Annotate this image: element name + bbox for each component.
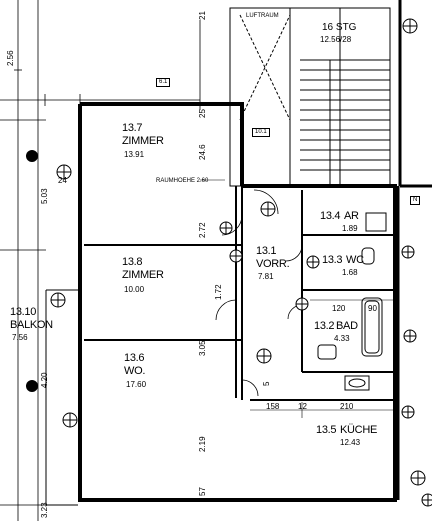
room-13-7-name: ZIMMER — [122, 135, 164, 147]
left-dimension-lines — [0, 0, 46, 521]
ref-6-1-tag: 6.1 — [156, 78, 171, 87]
dim-2-19: 2.19 — [198, 436, 207, 452]
room-13-7-id: 13.7 — [122, 122, 143, 134]
dim-2-72: 2.72 — [198, 222, 207, 238]
interior-dimension-lines — [200, 179, 395, 418]
balcony-outline — [45, 289, 78, 506]
dim-24-6: 24.6 — [198, 144, 207, 160]
dim-top-left: 2.56 — [6, 50, 15, 66]
room-13-5-name: KÜCHE — [340, 424, 378, 436]
room-13-6-id: 13.6 — [124, 352, 145, 364]
room-13-10-name: BALKON — [10, 319, 53, 331]
room-13-8-name: ZIMMER — [122, 269, 164, 281]
dim-left-3: 3.23 — [40, 502, 49, 518]
ref-10-1-tag: 10.1 — [252, 128, 270, 137]
dim-left-2: 4.20 — [40, 372, 49, 388]
dim-120: 120 — [332, 304, 346, 313]
room-13-1-id: 13.1 — [256, 245, 277, 257]
dim-57: 57 — [198, 487, 207, 496]
interior-walls — [84, 186, 395, 401]
dim-210: 210 — [340, 402, 354, 411]
dim-1-72: 1.72 — [214, 284, 223, 300]
room-13-4-id: 13.4 — [320, 210, 341, 222]
room-13-5-id: 13.5 — [316, 424, 337, 436]
room-13-1-name: VORR. — [256, 258, 290, 270]
raumhoehe-label: RAUMHOEHE 2.60 — [156, 178, 209, 184]
right-edge-walls — [396, 0, 432, 500]
room-13-2-area: 4.33 — [334, 334, 350, 343]
dim-25: 25 — [198, 109, 207, 118]
room-13-8-area: 10.00 — [124, 285, 145, 294]
room-13-1-area: 7.81 — [258, 272, 274, 281]
dim-12: 12 — [298, 402, 307, 411]
dim-90: 90 — [368, 304, 377, 313]
room-13-6-area: 17.60 — [126, 380, 147, 389]
room-13-10-area: 7.56 — [12, 333, 28, 342]
room-13-3-name: WC — [346, 254, 364, 266]
room-13-3-area: 1.68 — [342, 268, 358, 277]
dim-24: 24 — [58, 176, 67, 185]
stairs-count-label: 16 STG — [322, 22, 357, 33]
ref-n-tag: N — [410, 196, 421, 205]
dim-5: 5 — [262, 381, 271, 386]
stairs-ratio-label: 12.56/28 — [320, 35, 352, 44]
dim-158: 158 — [266, 402, 280, 411]
room-13-3-id: 13.3 — [322, 254, 343, 266]
elevation-markers — [50, 18, 432, 507]
room-13-2-name: BAD — [336, 320, 358, 332]
bathroom-fixtures — [317, 212, 387, 391]
room-13-4-name: AR — [344, 210, 359, 222]
dim-3-05: 3.05 — [198, 340, 207, 356]
room-13-4-area: 1.89 — [342, 224, 358, 233]
room-13-5-area: 12.43 — [340, 438, 361, 447]
room-13-10-id: 13.10 — [10, 306, 37, 318]
dim-left-1: 5.03 — [40, 188, 49, 204]
luftraum-label: LUFTRAUM — [246, 13, 279, 19]
column-dots — [26, 150, 38, 392]
door-swings — [215, 189, 303, 397]
room-13-7-area: 13.91 — [124, 150, 145, 159]
top-dimension-line — [0, 20, 201, 110]
room-13-8-id: 13.8 — [122, 256, 143, 268]
room-13-2-id: 13.2 — [314, 320, 335, 332]
dim-21: 21 — [198, 11, 207, 20]
stairwell — [229, 7, 391, 187]
room-13-6-name: WO. — [124, 365, 146, 377]
